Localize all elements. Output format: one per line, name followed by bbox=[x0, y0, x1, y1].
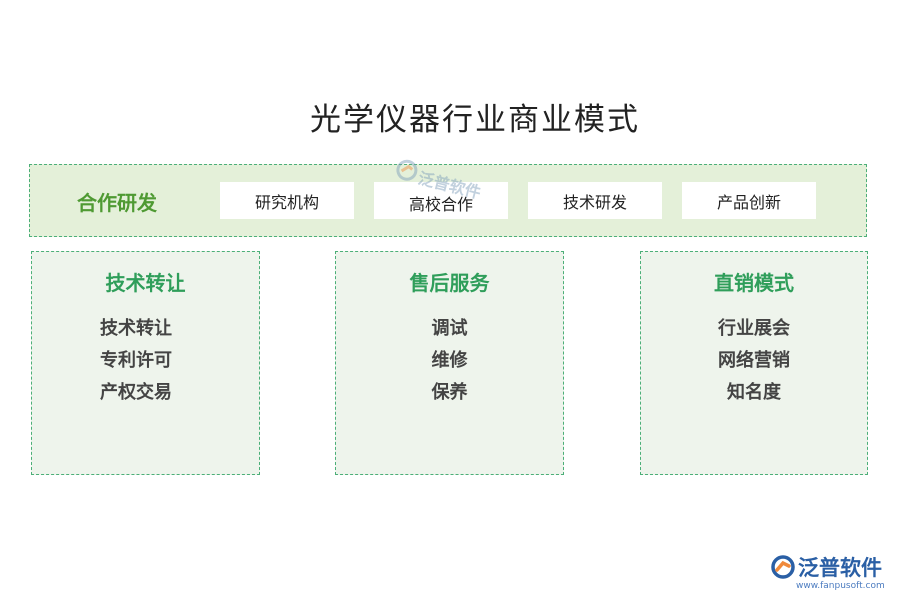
logo-url: www.fanpusoft.com bbox=[796, 581, 885, 591]
panel-title: 技术转让 bbox=[105, 271, 186, 295]
list-item: 专利许可 bbox=[100, 350, 172, 371]
panel-title: 直销模式 bbox=[714, 271, 794, 295]
list-item: 调试 bbox=[431, 318, 468, 339]
list-item: 知名度 bbox=[727, 382, 781, 403]
list-item: 维修 bbox=[431, 350, 468, 371]
list-item: 网络营销 bbox=[718, 350, 790, 371]
band-item-product-innovation: 产品创新 bbox=[682, 182, 816, 219]
brand-logo: 泛普软件 www.fanpusoft.com bbox=[770, 552, 895, 596]
panel-technology-transfer: 技术转让 技术转让 专利许可 产权交易 bbox=[31, 251, 260, 475]
band-item-research-institutes: 研究机构 bbox=[220, 182, 354, 219]
cooperative-rd-band: 合作研发 研究机构 高校合作 技术研发 产品创新 bbox=[29, 164, 867, 237]
panel-list: 调试 维修 保养 bbox=[336, 313, 563, 409]
diagram-title: 光学仪器行业商业模式 bbox=[310, 102, 640, 138]
list-item: 技术转让 bbox=[100, 318, 172, 339]
fanpu-logo-icon bbox=[771, 555, 795, 579]
list-item: 保养 bbox=[431, 382, 468, 403]
band-item-technology-rd: 技术研发 bbox=[528, 182, 662, 219]
band-item-university-cooperation: 高校合作 bbox=[374, 182, 508, 219]
panel-after-sales-service: 售后服务 调试 维修 保养 bbox=[335, 251, 564, 475]
panel-list: 技术转让 专利许可 产权交易 bbox=[32, 313, 259, 409]
logo-name: 泛普软件 bbox=[798, 556, 882, 580]
panel-title: 售后服务 bbox=[409, 271, 490, 295]
list-item: 产权交易 bbox=[100, 382, 172, 403]
panel-direct-sales: 直销模式 行业展会 网络营销 知名度 bbox=[640, 251, 868, 475]
band-label: 合作研发 bbox=[77, 191, 157, 215]
panel-list: 行业展会 网络营销 知名度 bbox=[641, 313, 867, 409]
list-item: 行业展会 bbox=[718, 318, 790, 339]
